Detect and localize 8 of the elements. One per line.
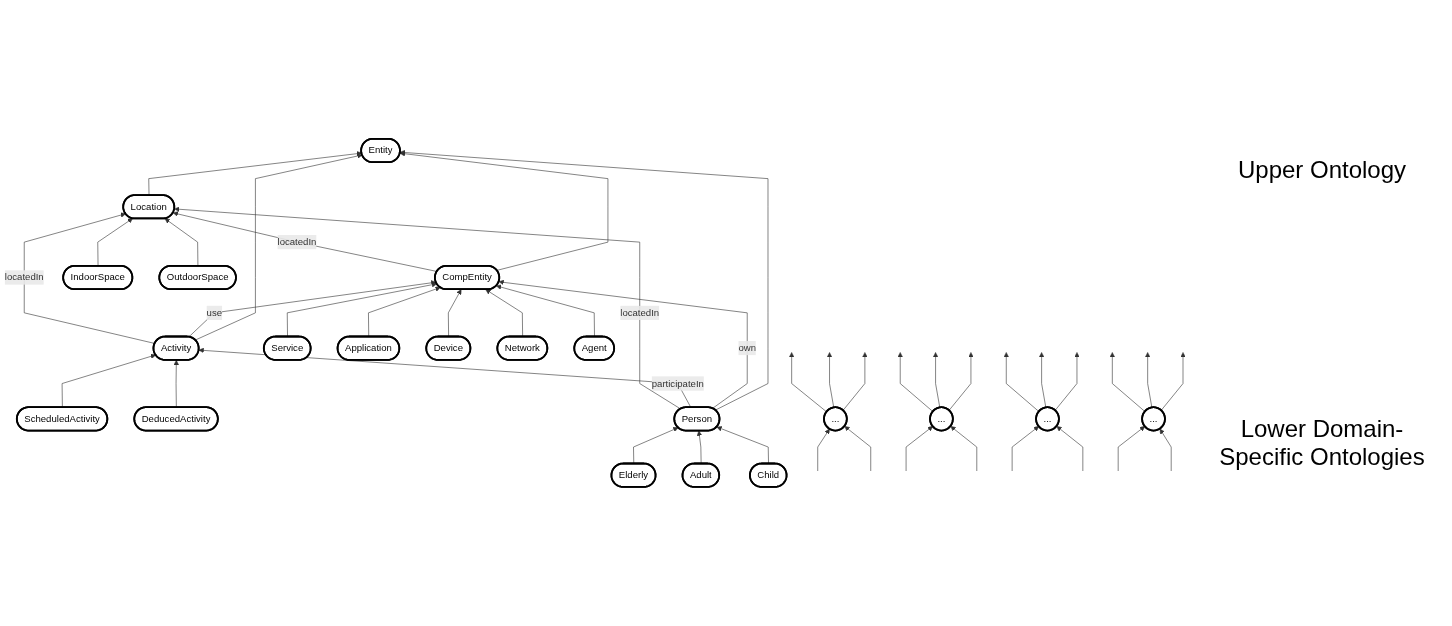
edge-label: participateIn (651, 378, 704, 389)
edge-label: own (738, 342, 757, 354)
edge-label: locatedIn (620, 307, 660, 318)
section-label: Lower Domain-Specific Ontologies (1218, 414, 1426, 471)
section-label: Upper Ontology (1236, 155, 1408, 184)
edge-label: locatedIn (277, 236, 317, 248)
edge-label: locatedIn (4, 272, 44, 283)
edge-label: use (206, 307, 223, 318)
